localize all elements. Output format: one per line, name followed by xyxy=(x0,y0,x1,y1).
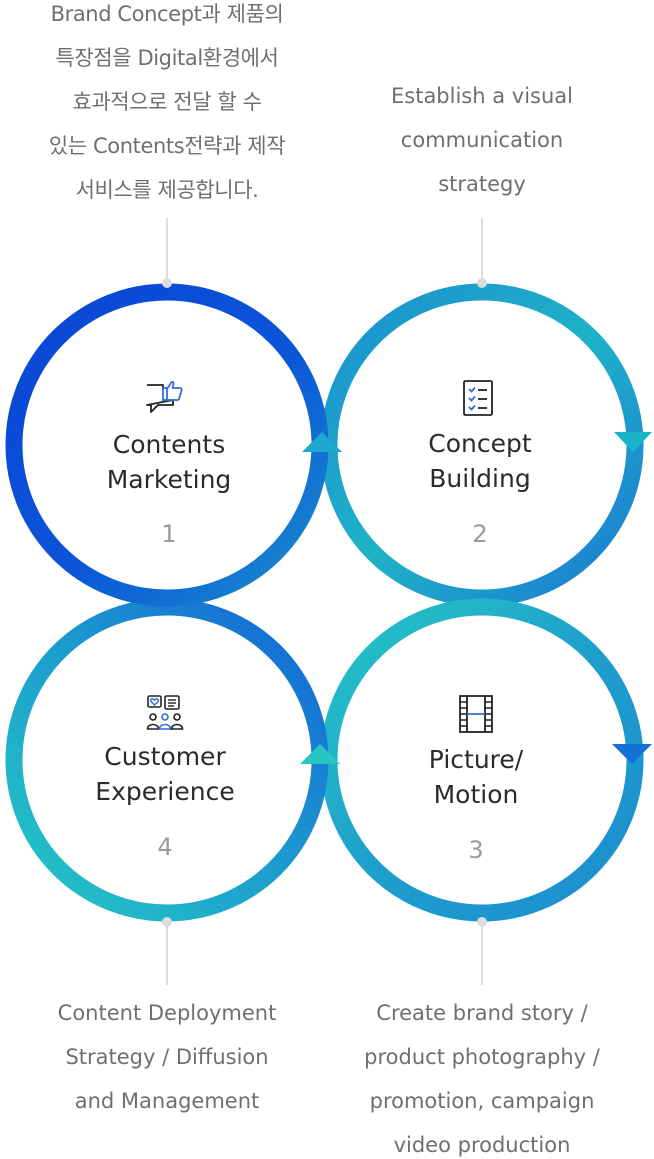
arrow-down-icon xyxy=(614,432,652,452)
step-1-title: Contents Marketing xyxy=(106,430,232,494)
step-3-number: 3 xyxy=(468,836,484,864)
connector-dot-4 xyxy=(162,917,172,927)
checklist-icon xyxy=(463,380,493,416)
step-2-title: Concept Building xyxy=(428,429,532,493)
customer-group-icon xyxy=(146,695,184,730)
arrow-up-icon xyxy=(300,744,340,764)
film-strip-icon xyxy=(459,695,493,733)
thumbs-up-speech-icon xyxy=(146,381,183,413)
connector-dot-2 xyxy=(477,278,487,288)
step-4-title: Customer Experience xyxy=(95,742,235,806)
step-4-number: 4 xyxy=(157,833,173,861)
connector-dot-3 xyxy=(477,917,487,927)
step-4-description: Content Deployment Strategy / Diffusion … xyxy=(57,1001,277,1113)
connector-dot-1 xyxy=(162,278,172,288)
step-1-description: Brand Concept과 제품의 특장점을 Digital환경에서 효과적으… xyxy=(48,2,286,202)
step-3-title: Picture/ Motion xyxy=(428,745,524,809)
arrow-down-icon xyxy=(612,744,652,764)
step-2-number: 2 xyxy=(472,520,488,548)
step-2-description: Establish a visual communication strateg… xyxy=(391,84,573,196)
step-1-number: 1 xyxy=(161,520,177,548)
arrow-up-icon xyxy=(302,432,342,452)
step-3-description: Create brand story / product photography… xyxy=(364,1001,600,1157)
